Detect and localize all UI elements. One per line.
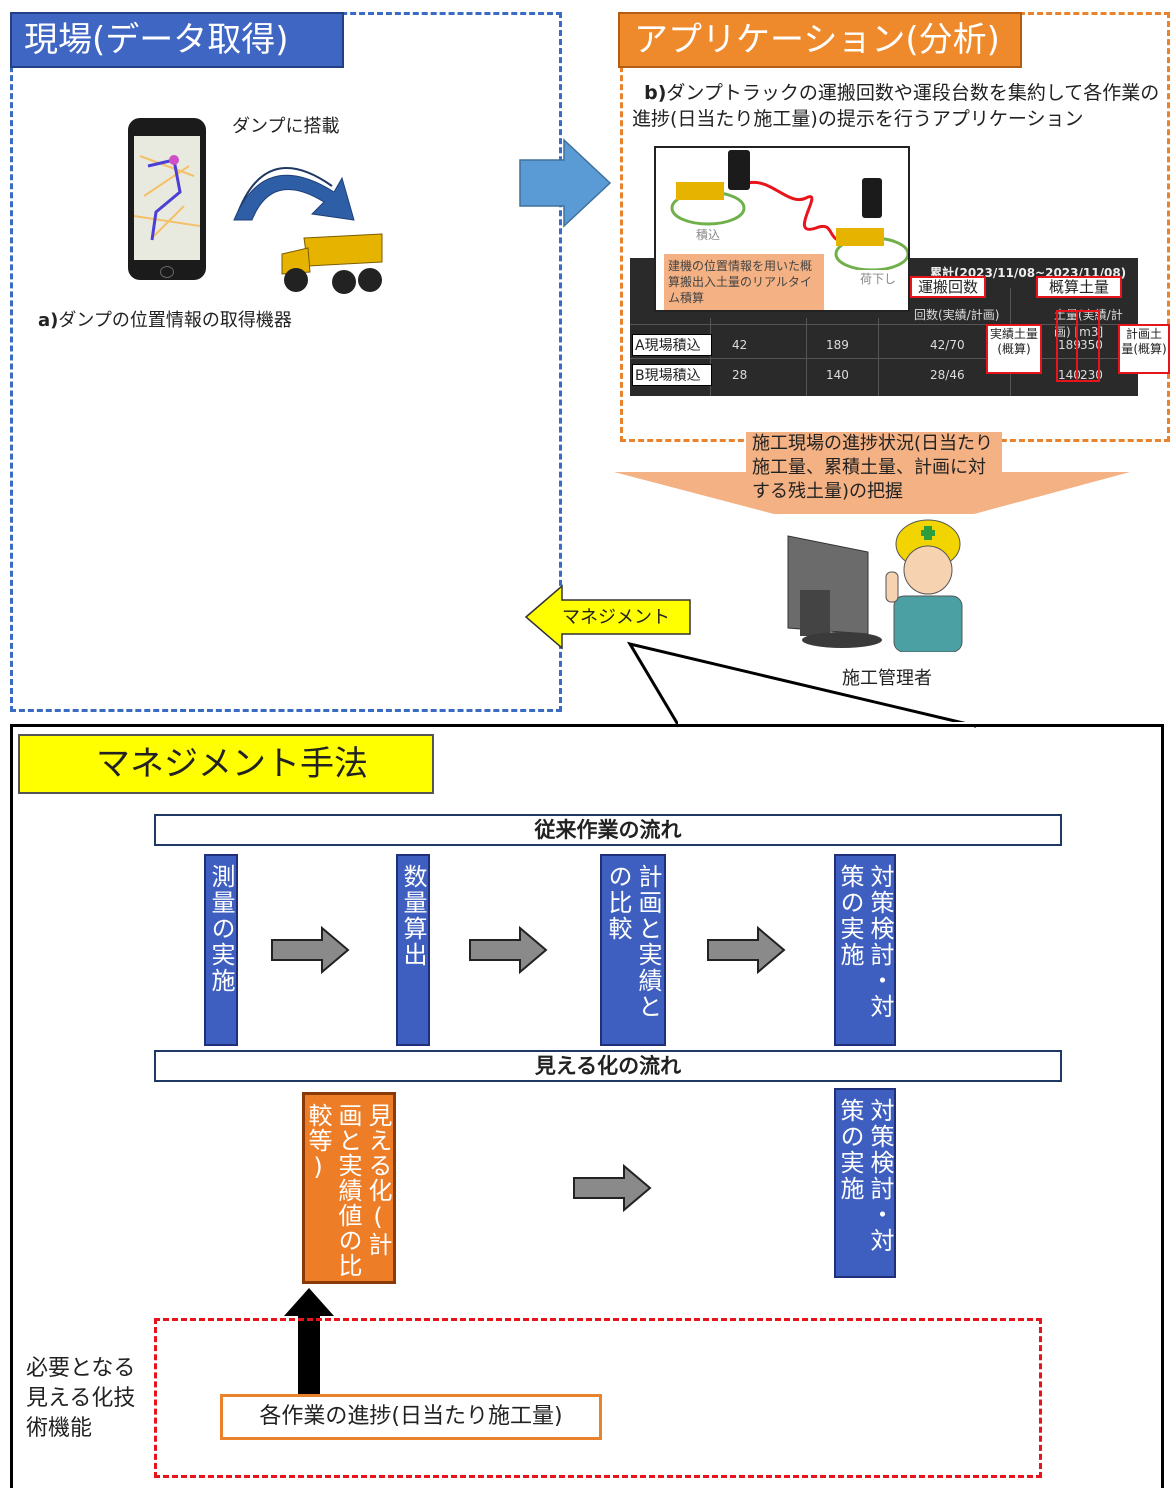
method-title: マネジメント手法 (18, 734, 434, 794)
app-description: b)ダンプトラックの運搬回数や運段台数を集約して各作業の進捗(日当たり施工量)の… (632, 80, 1162, 132)
dump-truck-image (281, 233, 383, 294)
row-v1: 189 (1058, 338, 1081, 352)
highlight-plan (1076, 310, 1100, 382)
curved-arrow-icon (233, 167, 355, 221)
field-title: 現場(データ取得) (10, 12, 344, 68)
required-item: 各作業の進捗(日当たり施工量) (220, 1394, 602, 1440)
callout-pointer (626, 641, 977, 730)
row-c1: 42 (732, 338, 748, 352)
row-c2: 140 (826, 368, 849, 382)
tag-plan-volume: 計画土量(概算) (1118, 324, 1170, 374)
device-caption-text: ダンプの位置情報の取得機器 (58, 310, 292, 331)
row-c3: 28/46 (930, 368, 965, 382)
progress-banner: 施工現場の進捗状況(日当たり施工量、累積土量、計画に対する残土量)の把握 (746, 432, 1002, 504)
app-title: アプリケーション(分析) (618, 12, 1022, 68)
step-survey: 測量の実施 (204, 854, 238, 1046)
table-row: A現場積込 42 189 42/70 189 350 (630, 334, 1138, 356)
row-v2: 350 (1080, 338, 1103, 352)
flow-arrow-icon (573, 1164, 652, 1212)
management-arrow-icon (524, 584, 691, 650)
tag-trips: 運搬回数 (910, 276, 986, 298)
row-c1: 28 (732, 368, 748, 382)
required-functions-label: 必要となる見える化技術機能 (26, 1356, 136, 1441)
dump-mount-label: ダンプに搭載 (232, 116, 340, 137)
method-section (10, 724, 1164, 1488)
up-arrow-icon (284, 1288, 334, 1394)
required-functions-box (154, 1318, 1042, 1478)
step-countermeasure: 対策検討・対策の実施 (834, 854, 896, 1046)
row-c2: 189 (826, 338, 849, 352)
step-quantity: 数量算出 (396, 854, 430, 1046)
device-caption-prefix: a) (38, 310, 59, 331)
row-c3: 42/70 (930, 338, 965, 352)
row-name: B現場積込 (632, 364, 712, 386)
manager-person-image (885, 519, 963, 652)
tag-volume: 概算土量 (1036, 276, 1122, 298)
smartphone-image (128, 118, 206, 280)
highlight-actual (1056, 310, 1078, 382)
flow-arrow-icon (707, 926, 786, 974)
flow-arrow-icon (469, 926, 548, 974)
table-col-count: 回数(実績/計画) (914, 308, 1000, 322)
step-countermeasure-visual: 対策検討・対策の実施 (834, 1088, 896, 1278)
loading-label: 積込 (696, 228, 721, 242)
step-visualize: 見える化(計画と実績値の比較等) (302, 1092, 396, 1284)
app-description-prefix: b) (644, 82, 667, 104)
unloading-label: 荷下し (858, 270, 899, 287)
right-arrow-icon (519, 138, 612, 228)
tracking-note: 建機の位置情報を用いた概算搬出入土量のリアルタイム積算 (664, 254, 824, 310)
conventional-flow-header: 従来作業の流れ (154, 814, 1062, 846)
flow-arrow-icon (271, 926, 350, 974)
step-compare: 計画と実績との比較 (600, 854, 666, 1046)
device-caption: a)ダンプの位置情報の取得機器 (38, 310, 298, 332)
monitor-image (787, 535, 882, 648)
row-v1: 140 (1058, 368, 1081, 382)
table-row: B現場積込 28 140 28/46 140 230 (630, 364, 1138, 386)
row-v2: 230 (1080, 368, 1103, 382)
tag-actual-volume: 実績土量(概算) (986, 324, 1042, 374)
row-name: A現場積込 (632, 334, 712, 356)
visual-flow-header: 見える化の流れ (154, 1050, 1062, 1082)
app-description-text: ダンプトラックの運搬回数や運段台数を集約して各作業の進捗(日当たり施工量)の提示… (632, 82, 1160, 130)
management-arrow-label: マネジメント (562, 607, 670, 628)
manager-label: 施工管理者 (842, 668, 932, 689)
